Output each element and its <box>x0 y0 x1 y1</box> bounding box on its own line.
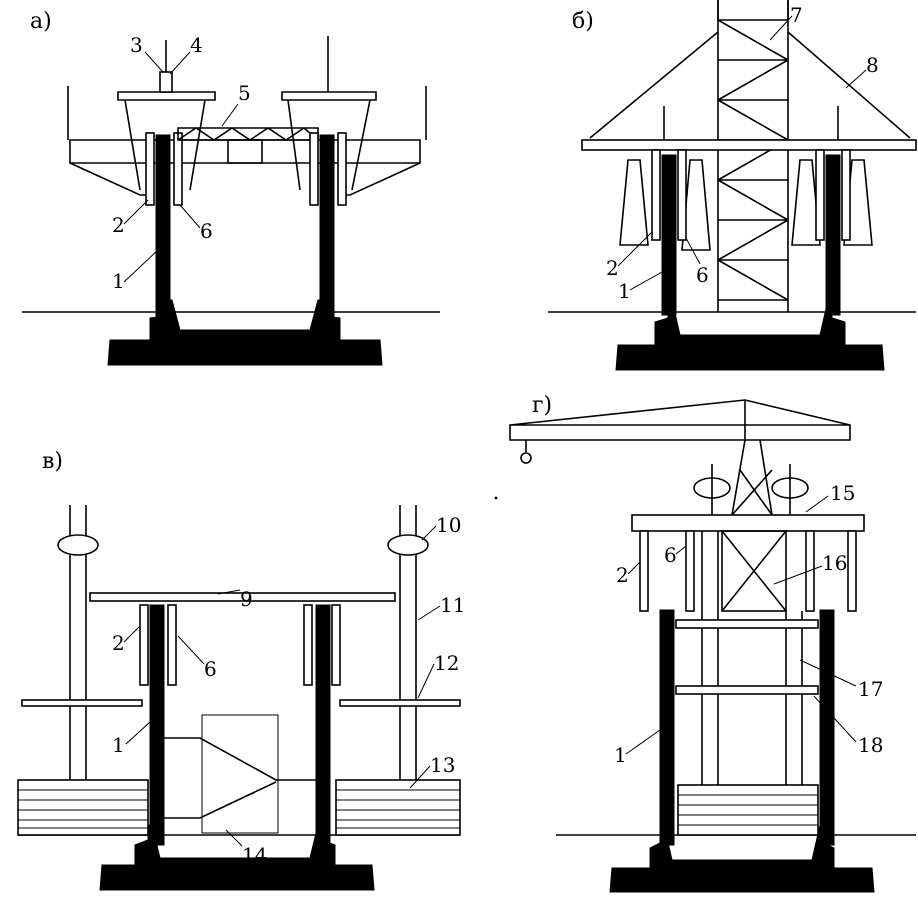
callout-1: 1 <box>112 733 125 757</box>
jack <box>159 71 173 93</box>
callout-6: 6 <box>696 263 709 287</box>
callout-16: 16 <box>822 551 847 575</box>
callout-7: 7 <box>790 3 803 27</box>
platform-strut <box>340 162 421 196</box>
lifting-jack-right <box>387 534 429 556</box>
spacer-strut <box>675 619 819 629</box>
hanging-form <box>619 159 649 246</box>
callout-9: 9 <box>240 587 253 611</box>
callout-18: 18 <box>858 733 883 757</box>
stairs <box>164 737 316 819</box>
formwork-panel-inner <box>303 604 313 686</box>
callout-2: 2 <box>606 256 619 280</box>
columns <box>701 531 803 785</box>
formwork-panel-inner <box>685 530 695 612</box>
wall-right <box>825 154 841 316</box>
panel-v-label: в) <box>42 449 63 474</box>
panel-b-label: б) <box>572 9 594 34</box>
wall-right <box>315 604 331 846</box>
callout-1: 1 <box>618 279 631 303</box>
callout-12: 12 <box>434 651 459 675</box>
platform-left <box>21 699 143 707</box>
hanger-left <box>124 99 206 191</box>
crane-tower <box>731 439 773 516</box>
material-stack-left <box>17 779 149 836</box>
beam <box>89 592 396 602</box>
top-beam-left <box>117 91 216 101</box>
material-stack <box>677 784 819 836</box>
crane-jib <box>509 399 851 452</box>
formwork-panel-outer <box>337 132 347 206</box>
wall-right <box>819 609 835 846</box>
crane-hook <box>520 452 532 464</box>
platform <box>631 514 865 532</box>
platform-right <box>339 699 461 707</box>
panel-g: г) 15 16 <box>509 393 916 893</box>
tower-crane-mast <box>717 0 789 312</box>
lifting-jack-left <box>57 534 99 556</box>
formwork-panel-inner <box>815 149 825 241</box>
callout-4: 4 <box>190 33 203 57</box>
wall-left <box>155 134 171 318</box>
panel-g-label: г) <box>532 393 552 418</box>
hanging-form <box>791 159 821 246</box>
callout-6: 6 <box>200 219 213 243</box>
crane-support-frame <box>721 530 787 612</box>
callout-2: 2 <box>112 631 125 655</box>
suspension-cables <box>589 31 911 139</box>
foundation <box>107 299 383 366</box>
callout-3: 3 <box>130 33 143 57</box>
formwork-panel-inner <box>677 149 687 241</box>
working-platform <box>581 139 917 151</box>
wall-left <box>659 609 675 846</box>
panel-a: а) 1 2 3 4 <box>22 9 440 366</box>
callout-6: 6 <box>664 543 677 567</box>
callout-17: 17 <box>858 677 883 701</box>
material-stack-right <box>335 779 461 836</box>
formwork-panel-outer <box>145 132 155 206</box>
formwork-panel-outer <box>847 530 857 612</box>
formwork-panel-outer <box>331 604 341 686</box>
speck <box>494 496 498 500</box>
stair-well <box>201 714 279 834</box>
formwork-panel-outer <box>651 149 661 241</box>
callout-2: 2 <box>112 213 125 237</box>
spacer-strut <box>675 685 819 695</box>
wall-left <box>661 154 677 316</box>
formwork-panel-inner <box>309 132 319 206</box>
formwork-panel-outer <box>841 149 851 241</box>
callout-13: 13 <box>430 753 455 777</box>
callout-1: 1 <box>614 743 627 767</box>
callout-8: 8 <box>866 53 879 77</box>
callout-1: 1 <box>112 269 125 293</box>
callout-2: 2 <box>616 563 629 587</box>
foundation <box>615 299 885 371</box>
callout-14: 14 <box>242 843 267 867</box>
hanger-right <box>287 99 371 191</box>
formwork-panel-outer <box>639 530 649 612</box>
top-beam-right <box>281 91 377 101</box>
callout-15: 15 <box>830 481 855 505</box>
callout-6: 6 <box>204 657 217 681</box>
formwork-panel-inner <box>173 132 183 206</box>
wall-right <box>319 134 335 318</box>
formwork-panel-inner <box>167 604 177 686</box>
formwork-panel-outer <box>139 604 149 686</box>
panel-v: в) 9 10 11 <box>17 449 465 891</box>
wall-left <box>149 604 165 846</box>
callout-10: 10 <box>436 513 461 537</box>
panel-b: б) 7 8 2 1 6 <box>548 0 917 371</box>
panel-a-label: а) <box>30 9 52 34</box>
callout-5: 5 <box>238 81 251 105</box>
callout-11: 11 <box>440 593 465 617</box>
